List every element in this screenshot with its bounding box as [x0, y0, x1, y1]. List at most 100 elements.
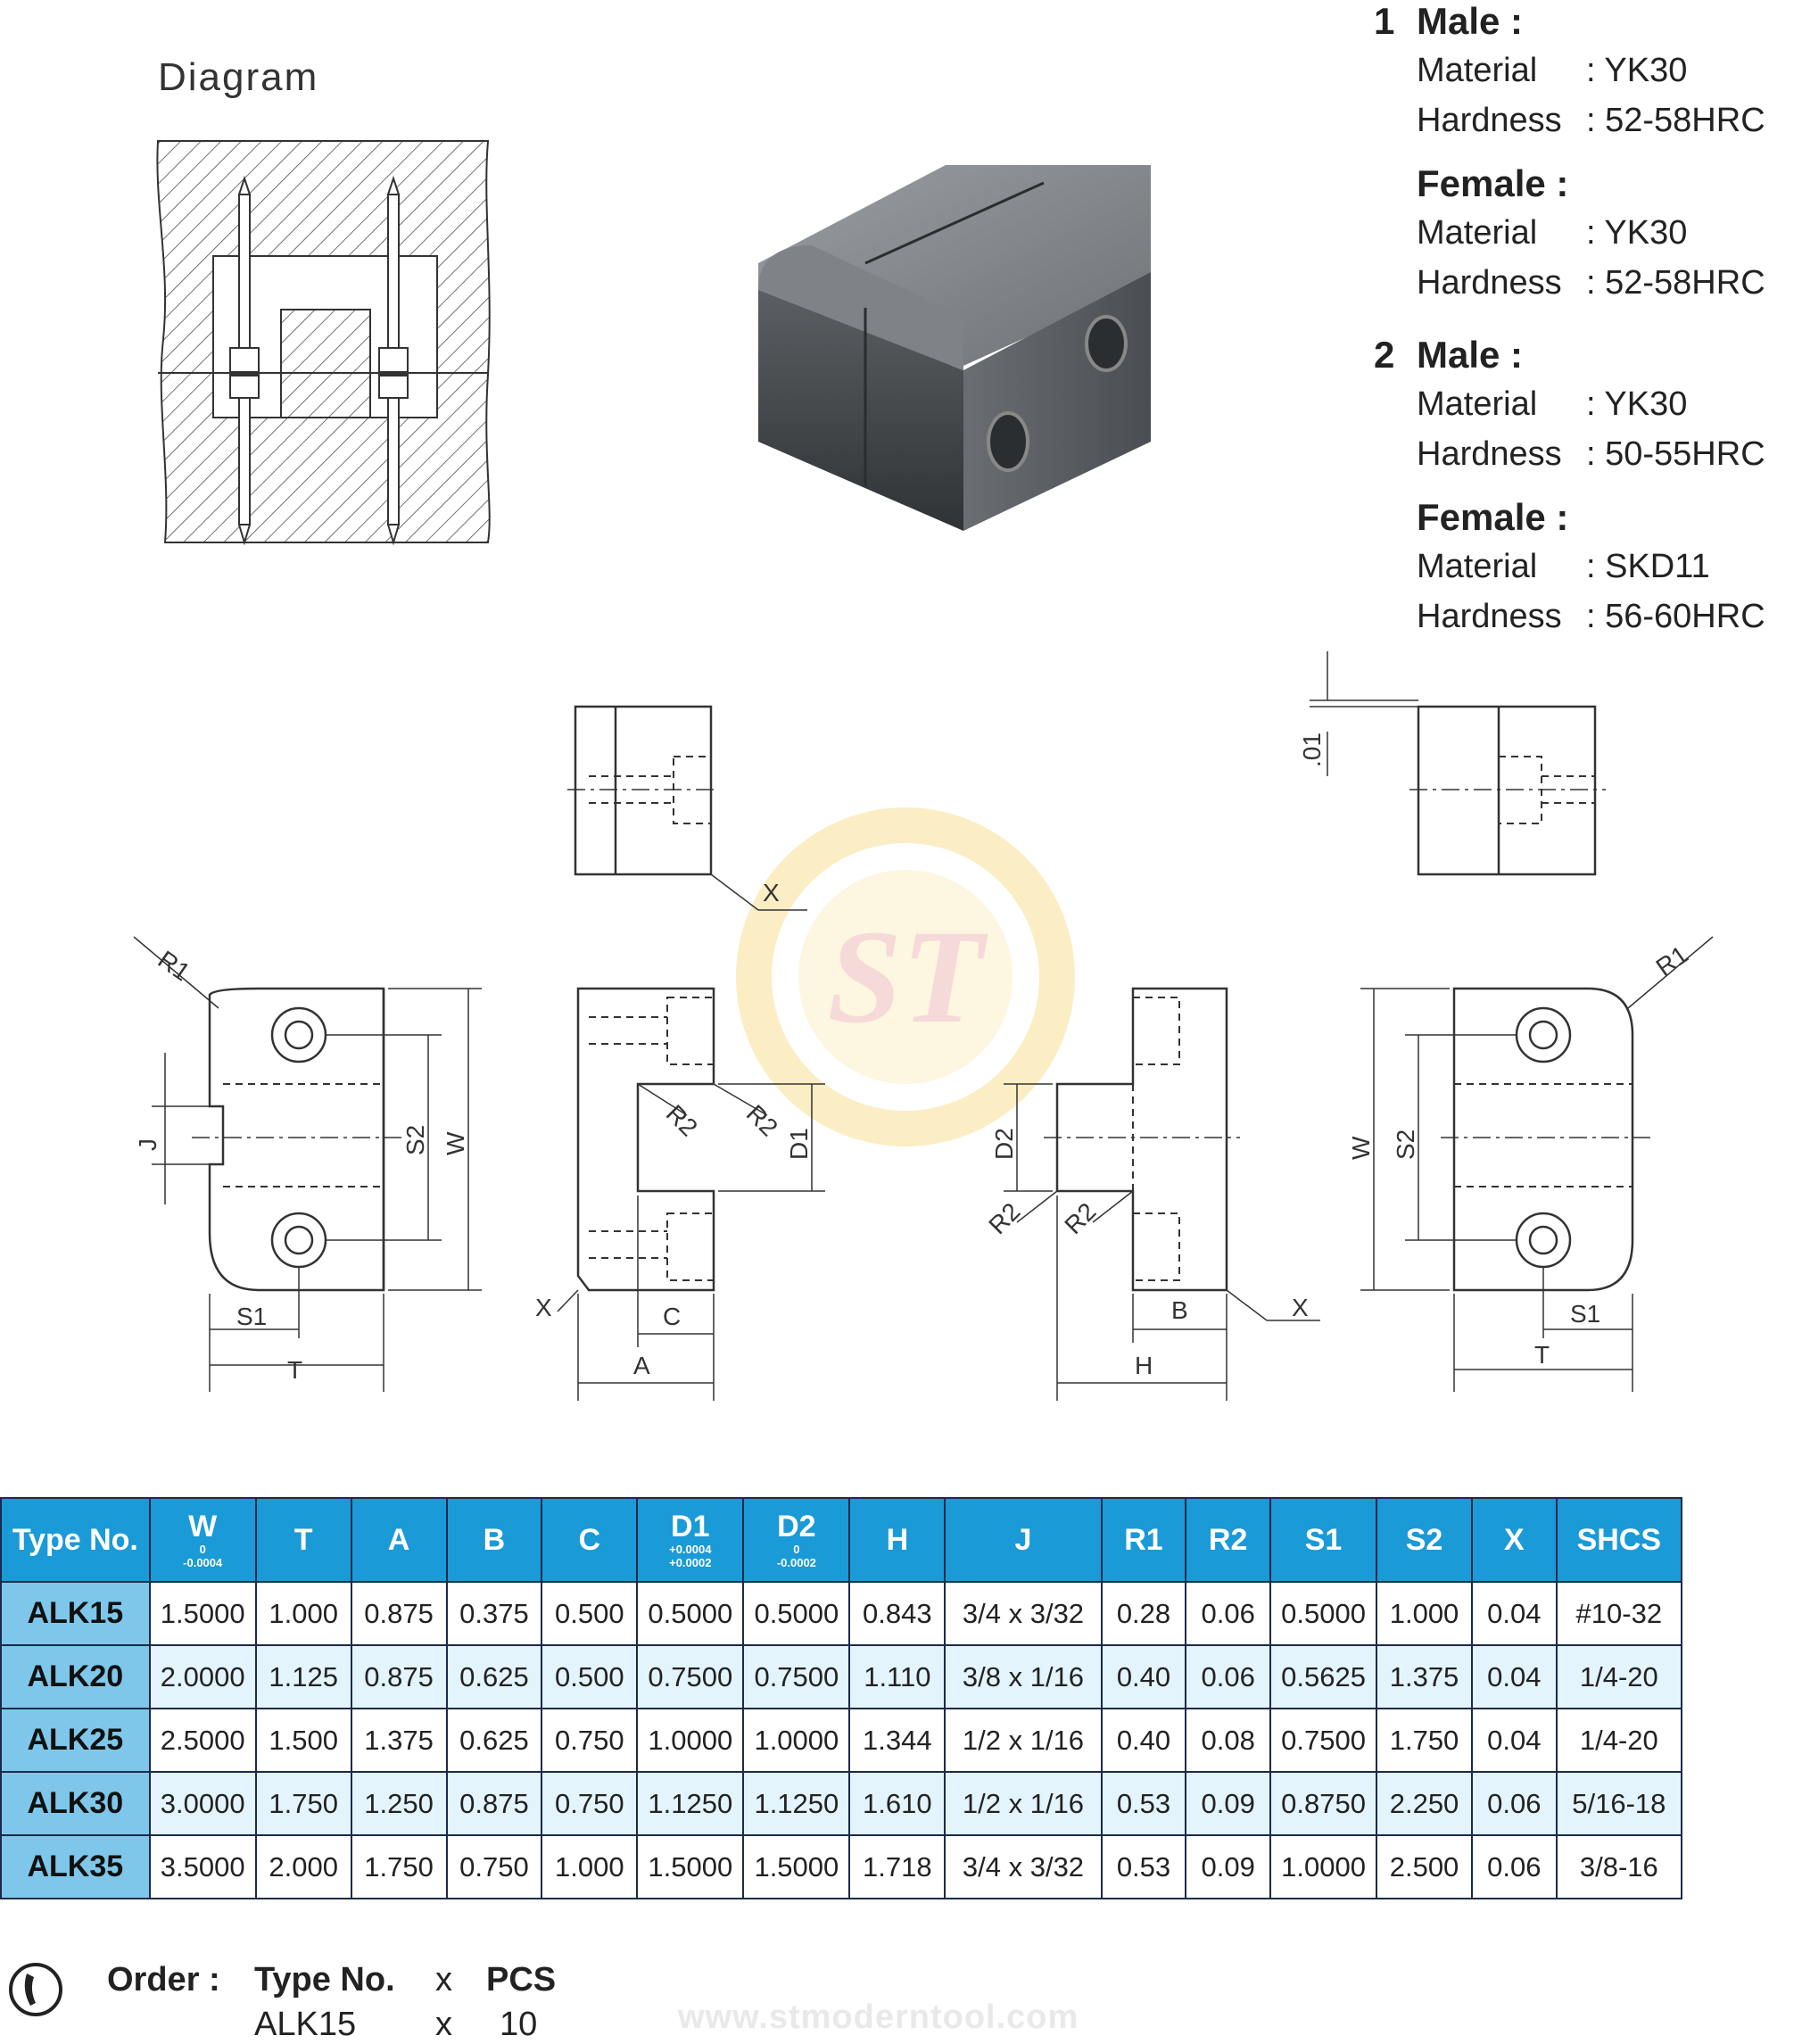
group2-male-hardness-value: : 50-55HRC [1586, 435, 1765, 473]
value-cell: 0.40 [1100, 1708, 1187, 1773]
group2-number: 2 [1374, 334, 1395, 376]
label-w-right: W [1347, 1136, 1375, 1160]
value-cell: #10-32 [1555, 1581, 1683, 1646]
value-cell: 2.500 [1376, 1834, 1473, 1899]
value-cell: 3/4 x 3/32 [944, 1834, 1103, 1899]
header-t: T [254, 1497, 352, 1583]
header-b: B [445, 1497, 543, 1583]
value-cell: 0.7500 [742, 1644, 851, 1709]
product-block-image [758, 165, 1151, 531]
order-pcs-header: PCS [486, 1961, 557, 1998]
value-cell: 3.0000 [148, 1771, 257, 1836]
value-cell: 2.0000 [148, 1644, 257, 1709]
label-x-mid-left: X [535, 1294, 552, 1321]
value-cell: 0.843 [848, 1581, 946, 1646]
label-gap: .01 [1298, 732, 1326, 767]
value-cell: 1.000 [254, 1581, 352, 1646]
value-cell: 1.125 [254, 1644, 352, 1709]
value-cell: 0.875 [350, 1581, 448, 1646]
label-x-mid-right: X [1292, 1294, 1309, 1321]
value-cell: 0.08 [1185, 1708, 1271, 1773]
header-d1: D1+0.0004+0.0002 [636, 1497, 745, 1583]
st-watermark-text: ST [827, 903, 988, 1051]
value-cell: 0.500 [541, 1644, 639, 1709]
header-h: H [848, 1497, 946, 1583]
header-a: A [350, 1497, 448, 1583]
value-cell: 0.06 [1470, 1771, 1558, 1836]
order-x-header: x [435, 1961, 452, 1998]
header-c: C [541, 1497, 639, 1583]
value-cell: 3/4 x 3/32 [944, 1581, 1103, 1646]
value-cell: 0.06 [1185, 1581, 1271, 1646]
header-shcs: SHCS [1555, 1497, 1683, 1583]
group2-male-hardness-label: Hardness [1417, 435, 1562, 473]
st-logo-watermark: ST [736, 807, 1075, 1146]
value-cell: 3/8 x 1/16 [944, 1644, 1103, 1709]
label-j: J [134, 1138, 161, 1151]
group2-female-label: Female : [1417, 496, 1569, 538]
value-cell: 1.0000 [742, 1708, 851, 1773]
assembly-section-diagram [156, 140, 491, 546]
label-d1: D1 [785, 1128, 813, 1160]
label-c: C [663, 1303, 681, 1330]
group1-female-material-value: : YK30 [1586, 214, 1688, 252]
value-cell: 2.000 [254, 1834, 352, 1899]
label-x-top: X [763, 879, 780, 906]
value-cell: 0.5000 [742, 1581, 851, 1646]
value-cell: 0.53 [1100, 1834, 1187, 1899]
value-cell: 1.750 [1376, 1708, 1473, 1773]
value-cell: 0.09 [1185, 1834, 1271, 1899]
value-cell: 1.0000 [1269, 1834, 1378, 1899]
value-cell: 1.110 [848, 1644, 946, 1709]
group1-male-material-label: Material [1417, 52, 1538, 89]
group2-male-material-label: Material [1417, 385, 1538, 423]
group1-female-label: Female : [1417, 162, 1569, 204]
value-cell: 0.5000 [636, 1581, 745, 1646]
value-cell: 0.7500 [1269, 1708, 1378, 1773]
value-cell: 0.875 [350, 1644, 448, 1709]
value-cell: 1.5000 [636, 1834, 745, 1899]
label-t-right: T [1534, 1341, 1550, 1369]
header-j: J [944, 1497, 1103, 1583]
value-cell: 0.5000 [1269, 1581, 1378, 1646]
value-cell: 1.0000 [636, 1708, 745, 1773]
value-cell: 1.1250 [742, 1771, 851, 1836]
value-cell: 0.750 [445, 1834, 543, 1899]
value-cell: 1.5000 [742, 1834, 851, 1899]
label-r1-right: R1 [1651, 940, 1693, 981]
group1-female-hardness-value: : 52-58HRC [1586, 264, 1765, 302]
technical-drawings: X .01 R1 R1 J S2 W S1 T R2 R2 D1 X C A D… [133, 651, 1714, 1401]
website-watermark: www.stmoderntool.com [678, 1998, 1079, 2036]
value-cell: 1.000 [1376, 1581, 1473, 1646]
type-cell: ALK35 [0, 1834, 151, 1899]
value-cell: 3/8-16 [1555, 1834, 1683, 1899]
value-cell: 1.5000 [148, 1581, 257, 1646]
value-cell: 0.06 [1470, 1834, 1558, 1899]
value-cell: 1.500 [254, 1708, 352, 1773]
label-d2: D2 [990, 1128, 1018, 1160]
order-type-header: Type No. [254, 1961, 395, 1998]
phone-icon [9, 1963, 62, 2016]
value-cell: 0.750 [541, 1771, 639, 1836]
value-cell: 1.250 [350, 1771, 448, 1836]
header-s2: S2 [1376, 1497, 1473, 1583]
diagram-title: Diagram [158, 55, 319, 99]
value-cell: 0.53 [1100, 1771, 1187, 1836]
value-cell: 1.375 [350, 1708, 448, 1773]
order-area: Order : Type No. x PCS ALK15 x 10 [0, 1945, 803, 2043]
label-s2-left: S2 [401, 1125, 429, 1155]
value-cell: 1.718 [848, 1834, 946, 1899]
value-cell: 0.5625 [1269, 1644, 1378, 1709]
value-cell: 1/2 x 1/16 [944, 1771, 1103, 1836]
order-example-type: ALK15 [254, 2006, 357, 2043]
value-cell: 0.8750 [1269, 1771, 1378, 1836]
type-cell: ALK25 [0, 1708, 151, 1773]
value-cell: 0.04 [1470, 1581, 1558, 1646]
group1-female-material-label: Material [1417, 214, 1538, 252]
value-cell: 2.5000 [148, 1708, 257, 1773]
label-r2-a: R2 [661, 1099, 703, 1141]
type-cell: ALK15 [0, 1581, 151, 1646]
